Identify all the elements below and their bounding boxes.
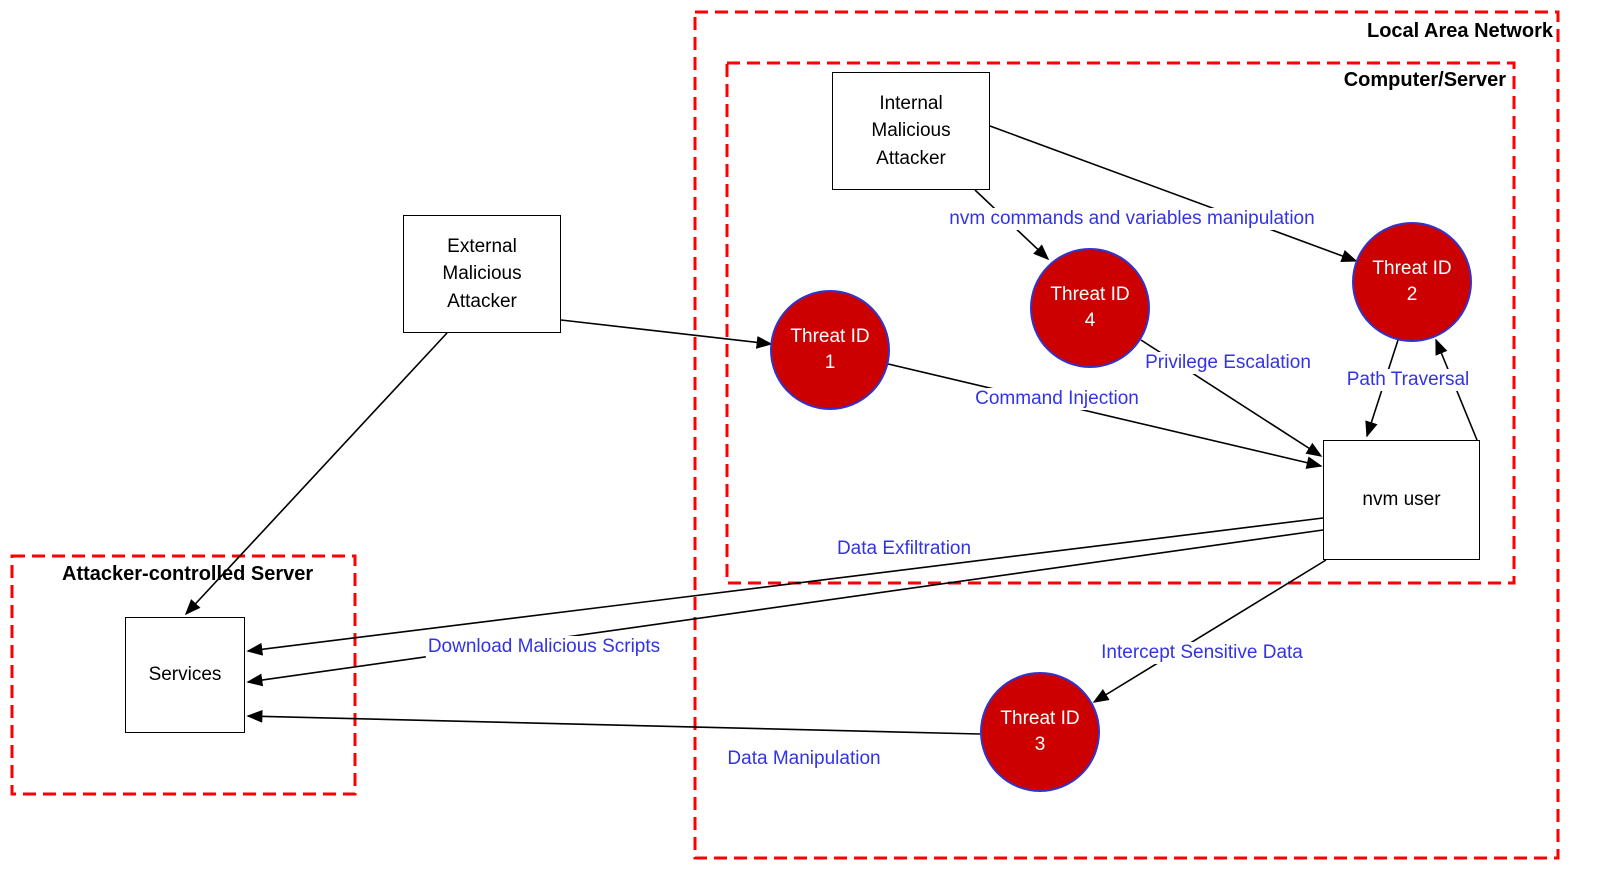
flow-command-injection-line[interactable]: [887, 363, 1323, 469]
flow-internal-attacker-to-threat-2-line[interactable]: [989, 125, 1358, 263]
trust-boundary-attacker-controlled-server[interactable]: [10, 554, 357, 796]
flow-label-data-exfiltration[interactable]: Data Exfiltration: [834, 538, 974, 560]
boundary-label-local-area-network: Local Area Network: [1367, 20, 1553, 42]
node-external-malicious-attacker[interactable]: External Malicious Attacker: [403, 215, 561, 333]
flow-data-manipulation-line[interactable]: [246, 709, 981, 735]
node-services[interactable]: Services: [125, 617, 245, 733]
node-nvm-user[interactable]: nvm user: [1323, 440, 1480, 560]
boundary-label-computer-server: Computer/Server: [1343, 69, 1506, 91]
threat-3-circle[interactable]: Threat ID 3: [980, 672, 1100, 792]
flow-label-nvm-commands[interactable]: nvm commands and variables manipulation: [947, 208, 1317, 230]
flow-label-command-injection[interactable]: Command Injection: [973, 388, 1141, 410]
threat-1-title: Threat ID: [790, 326, 870, 348]
flow-external-attacker-to-services-line[interactable]: [184, 332, 448, 616]
node-external-malicious-attacker-label: External Malicious Attacker: [442, 235, 522, 312]
flow-label-intercept-sensitive-data[interactable]: Intercept Sensitive Data: [1099, 642, 1305, 664]
threat-4-circle[interactable]: Threat ID 4: [1030, 248, 1150, 368]
trust-boundary-computer-server[interactable]: [725, 61, 1516, 585]
node-internal-malicious-attacker-label: Internal Malicious Attacker: [871, 92, 951, 169]
node-nvm-user-label: nvm user: [1362, 489, 1441, 511]
flow-data-exfiltration-line[interactable]: [246, 517, 1324, 656]
threat-4-title: Threat ID: [1050, 284, 1130, 306]
trust-boundary-local-area-network[interactable]: [693, 10, 1560, 860]
flow-label-path-traversal[interactable]: Path Traversal: [1344, 369, 1472, 391]
threat-3-title: Threat ID: [1000, 708, 1080, 730]
threat-4-number: 4: [1084, 310, 1096, 331]
flow-intercept-sensitive-data-line[interactable]: [1092, 559, 1327, 703]
boundary-label-attacker-controlled-server: Attacker-controlled Server: [62, 563, 314, 585]
flow-label-data-manipulation[interactable]: Data Manipulation: [725, 748, 883, 770]
node-services-label: Services: [148, 664, 222, 686]
flow-label-download-malicious-scripts[interactable]: Download Malicious Scripts: [425, 636, 663, 658]
threat-1-circle[interactable]: Threat ID 1: [770, 290, 890, 410]
node-internal-malicious-attacker[interactable]: Internal Malicious Attacker: [832, 72, 990, 190]
threat-2-circle[interactable]: Threat ID 2: [1352, 222, 1472, 342]
flow-external-attacker-to-threat-1-line[interactable]: [560, 319, 773, 349]
threat-2-title: Threat ID: [1372, 258, 1452, 280]
threat-3-number: 3: [1034, 734, 1046, 755]
threat-2-number: 2: [1406, 284, 1418, 305]
flow-label-privilege-escalation[interactable]: Privilege Escalation: [1143, 352, 1313, 374]
threat-1-number: 1: [824, 352, 836, 373]
